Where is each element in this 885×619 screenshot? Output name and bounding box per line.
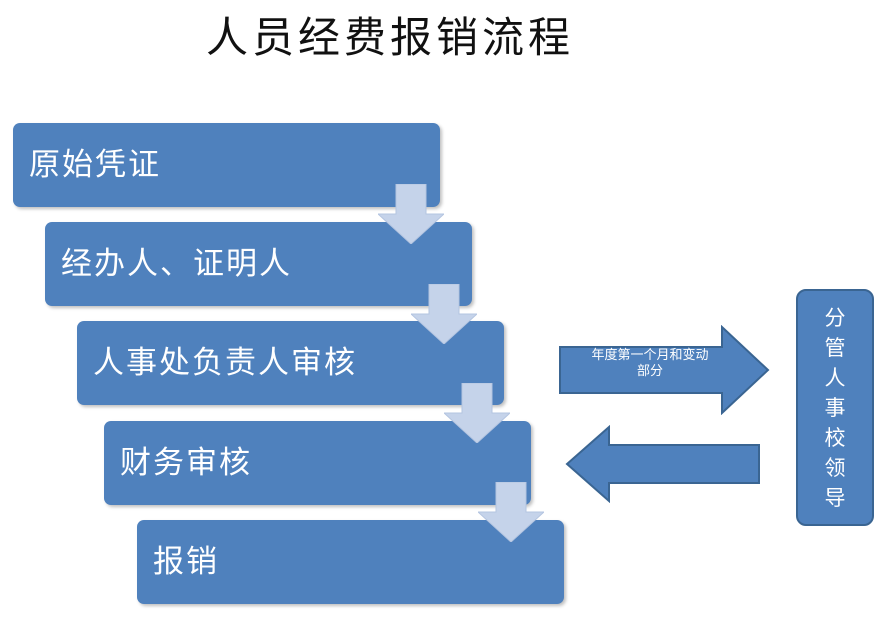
right-arrow-label-line1: 年度第一个月和变动	[591, 348, 709, 363]
step-hr-head-review: 人事处负责人审核	[77, 321, 504, 405]
diagram-title: 人员经费报销流程	[205, 13, 574, 62]
leader-char: 校	[824, 425, 846, 450]
step-original-voucher: 原始凭证	[13, 123, 440, 207]
down-arrow-icon	[444, 383, 510, 443]
right-arrow-label-line2: 部分	[636, 364, 663, 379]
leader-box: 分 管 人 事 校 领 导	[796, 289, 874, 526]
leader-char: 导	[824, 485, 846, 510]
leader-char: 人	[824, 365, 846, 390]
leader-char: 管	[824, 335, 846, 360]
leader-char: 领	[824, 455, 846, 480]
right-arrow-label: 年度第一个月和变动 部分	[562, 348, 738, 380]
left-arrow-icon	[565, 425, 760, 503]
down-arrow-icon	[478, 482, 544, 542]
right-arrow-icon	[559, 325, 770, 415]
down-arrow-icon	[411, 284, 477, 344]
leader-char: 分	[824, 305, 846, 330]
leader-char: 事	[824, 395, 846, 420]
step-handler-witness: 经办人、证明人	[45, 222, 472, 306]
step-finance-review: 财务审核	[104, 421, 531, 505]
step-reimbursement: 报销	[137, 520, 564, 604]
down-arrow-icon	[378, 184, 444, 244]
